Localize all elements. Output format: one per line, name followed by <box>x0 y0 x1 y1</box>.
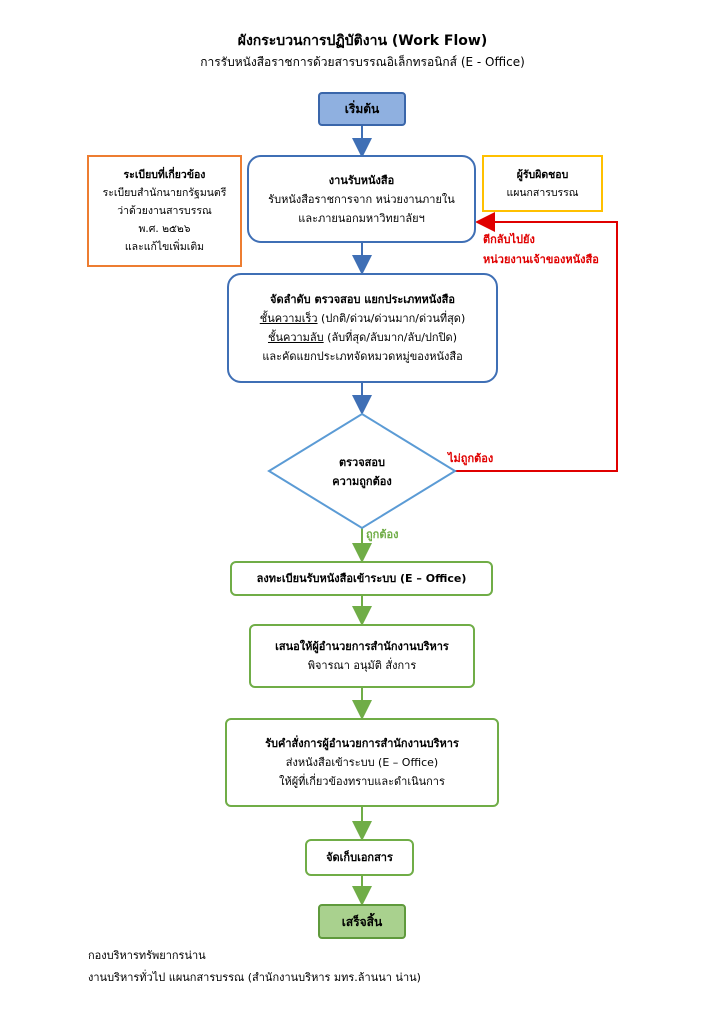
check-line: ความถูกต้อง <box>332 475 392 488</box>
rules-title: ระเบียบที่เกี่ยวข้อง <box>123 169 206 181</box>
check-diamond <box>267 412 457 530</box>
incorrect-label: ไม่ถูกต้อง <box>448 452 494 465</box>
check-node: ตรวจสอบ ความถูกต้อง <box>300 452 424 492</box>
archive-node: จัดเก็บเอกสาร <box>305 839 414 876</box>
responsible-box: ผู้รับผิดชอบ แผนกสารบรรณ <box>482 155 603 212</box>
receive-title: งานรับหนังสือ <box>328 173 395 187</box>
arrow-return <box>455 212 618 472</box>
speed-values: (ปกติ/ด่วน/ด่วนมาก/ด่วนที่สุด) <box>317 312 466 325</box>
rules-line: และแก้ไขเพิ่มเติม <box>124 241 205 253</box>
speed-label: ชั้นความเร็ว <box>259 312 318 325</box>
rules-line: ระเบียบสำนักนายกรัฐมนตรี <box>102 187 227 199</box>
register-label: ลงทะเบียนรับหนังสือเข้าระบบ (E – Office) <box>256 572 467 585</box>
archive-label: จัดเก็บเอกสาร <box>326 851 393 864</box>
order-title: รับคำสั่งการผู้อำนวยการสำนักงานบริหาร <box>265 737 459 750</box>
register-node: ลงทะเบียนรับหนังสือเข้าระบบ (E – Office) <box>230 561 493 596</box>
secret-label: ชั้นความลับ <box>267 331 324 344</box>
start-node: เริ่มต้น <box>318 92 406 126</box>
order-line: ให้ผู้ที่เกี่ยวข้องทราบและดำเนินการ <box>279 775 445 788</box>
sort-title: จัดลำดับ ตรวจสอบ แยกประเภทหนังสือ <box>270 293 455 306</box>
sort-node: จัดลำดับ ตรวจสอบ แยกประเภทหนังสือ ชั้นคว… <box>227 273 498 383</box>
return-line: หน่วยงานเจ้าของหนังสือ <box>483 253 599 266</box>
rules-line: พ.ศ. ๒๕๒๖ <box>138 223 191 235</box>
end-label: เสร็จสิ้น <box>341 914 383 929</box>
correct-label: ถูกต้อง <box>366 528 399 541</box>
order-node: รับคำสั่งการผู้อำนวยการสำนักงานบริหาร ส่… <box>225 718 499 807</box>
sort-line: และคัดแยกประเภทจัดหมวดหมู่ของหนังสือ <box>262 350 463 363</box>
receive-node: งานรับหนังสือ รับหนังสือราชการจาก หน่วยง… <box>247 155 476 243</box>
rules-line: ว่าด้วยงานสารบรรณ <box>117 205 212 217</box>
rules-box: ระเบียบที่เกี่ยวข้อง ระเบียบสำนักนายกรัฐ… <box>87 155 242 267</box>
propose-line: พิจารณา อนุมัติ สั่งการ <box>307 659 417 672</box>
end-node: เสร็จสิ้น <box>318 904 406 939</box>
footer-org: กองบริหารทรัพยากรน่าน <box>88 949 206 962</box>
secret-values: (ลับที่สุด/ลับมาก/ลับ/ปกปิด) <box>323 331 457 344</box>
receive-line: และภายนอกมหาวิทยาลัยฯ <box>298 211 425 225</box>
receive-line: รับหนังสือราชการจาก หน่วยงานภายใน <box>268 192 455 206</box>
footer-unit: งานบริหารทั่วไป แผนกสารบรรณ (สำนักงานบริ… <box>88 971 421 984</box>
responsible-title: ผู้รับผิดชอบ <box>516 168 569 181</box>
sort-secret-row: ชั้นความลับ (ลับที่สุด/ลับมาก/ลับ/ปกปิด) <box>268 328 457 347</box>
propose-title: เสนอให้ผู้อำนวยการสำนักงานบริหาร <box>275 640 449 653</box>
responsible-line: แผนกสารบรรณ <box>506 186 579 199</box>
propose-node: เสนอให้ผู้อำนวยการสำนักงานบริหาร พิจารณา… <box>249 624 475 688</box>
page-title: ผังกระบวนการปฏิบัติงาน (Work Flow) <box>237 33 488 49</box>
return-line: ตีกลับไปยัง <box>483 233 535 246</box>
start-label: เริ่มต้น <box>344 102 380 116</box>
order-line: ส่งหนังสือเข้าระบบ (E – Office) <box>285 756 439 769</box>
sort-speed-row: ชั้นความเร็ว (ปกติ/ด่วน/ด่วนมาก/ด่วนที่ส… <box>260 309 466 328</box>
check-line: ตรวจสอบ <box>339 456 385 469</box>
return-note: ตีกลับไปยัง หน่วยงานเจ้าของหนังสือ <box>483 230 623 270</box>
page-subtitle: การรับหนังสือราชการด้วยสารบรรณอิเล็กทรอน… <box>200 55 525 69</box>
